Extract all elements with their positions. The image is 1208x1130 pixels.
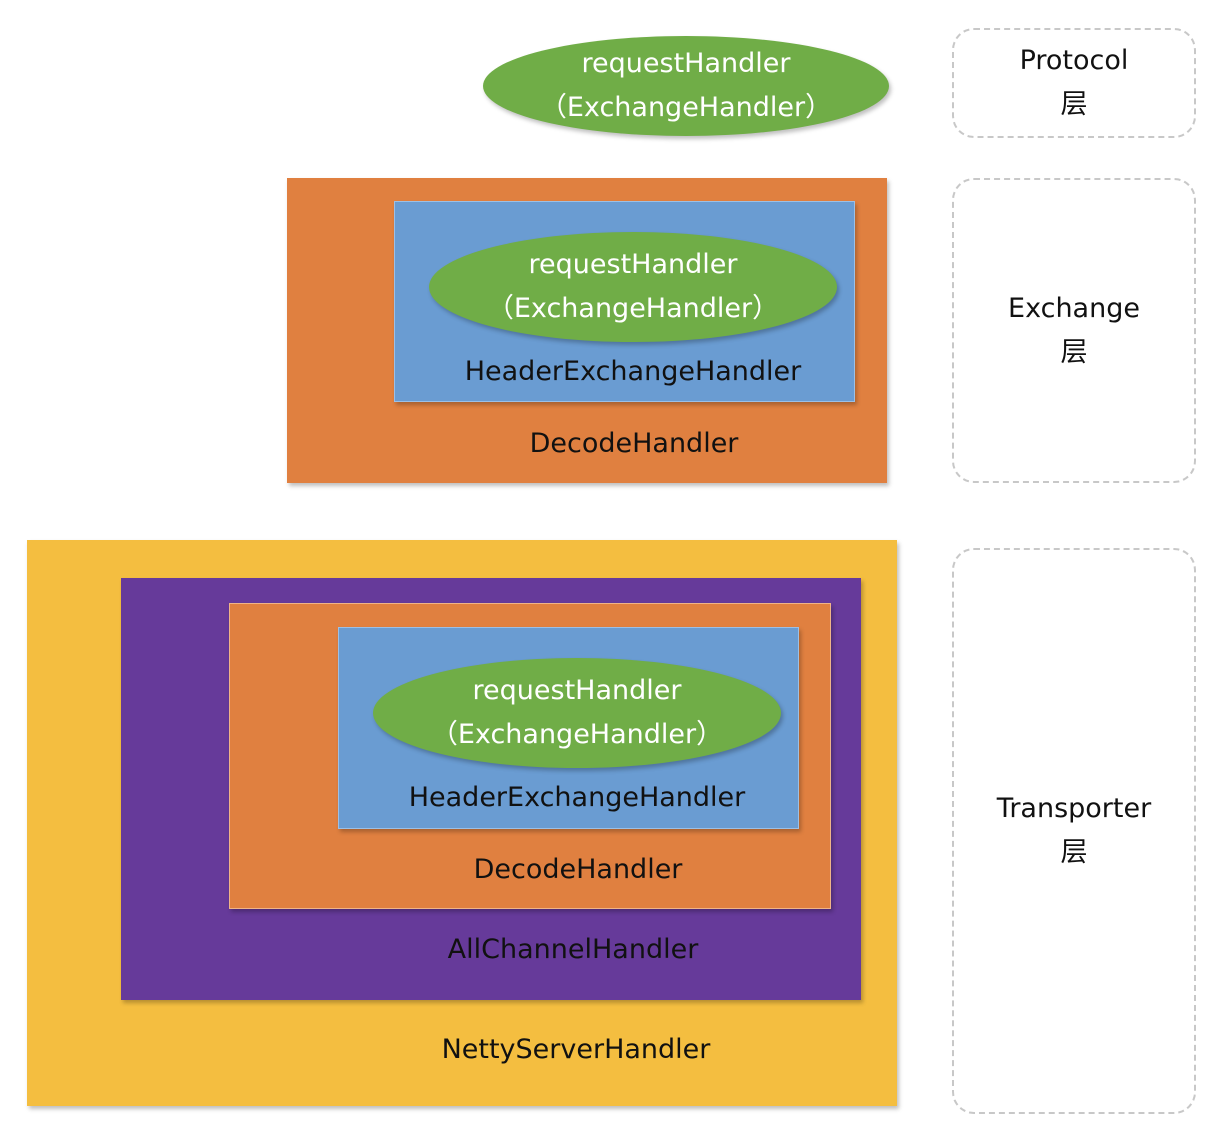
exchange-decode-handler-box: requestHandler （ExchangeHandler） HeaderE… — [287, 178, 887, 483]
layer-suffix: 层 — [1060, 336, 1088, 368]
layer-name: Protocol — [1019, 45, 1129, 76]
all-channel-handler-label: AllChannelHandler — [447, 934, 699, 965]
exchange-layer-label: Exchange 层 — [952, 178, 1196, 483]
all-channel-handler-box: requestHandler （ExchangeHandler） HeaderE… — [121, 578, 861, 1000]
exchange-request-handler-ellipse: requestHandler （ExchangeHandler） — [429, 232, 837, 342]
ellipse-line1: requestHandler — [581, 48, 791, 79]
header-exchange-handler-label: HeaderExchangeHandler — [464, 356, 802, 387]
ellipse-line2: （ExchangeHandler） — [486, 293, 780, 324]
protocol-layer-label: Protocol 层 — [952, 28, 1196, 138]
transporter-decode-handler-box: requestHandler （ExchangeHandler） HeaderE… — [229, 603, 831, 909]
ellipse-line2: （ExchangeHandler） — [539, 92, 833, 123]
header-exchange-handler-label: HeaderExchangeHandler — [408, 782, 746, 813]
layer-name: Exchange — [1008, 292, 1140, 324]
layer-suffix: 层 — [1060, 89, 1088, 120]
transporter-request-handler-ellipse: requestHandler （ExchangeHandler） — [373, 658, 781, 768]
ellipse-line1: requestHandler — [528, 249, 738, 280]
netty-server-handler-box: requestHandler （ExchangeHandler） HeaderE… — [27, 540, 897, 1106]
exchange-header-exchange-handler-box: requestHandler （ExchangeHandler） HeaderE… — [394, 201, 855, 402]
transporter-layer-label: Transporter 层 — [952, 548, 1196, 1114]
layer-suffix: 层 — [1060, 837, 1088, 868]
ellipse-line1: requestHandler — [472, 675, 682, 706]
layer-name: Transporter — [996, 793, 1152, 824]
decode-handler-label: DecodeHandler — [529, 428, 739, 459]
transporter-header-exchange-handler-box: requestHandler （ExchangeHandler） HeaderE… — [338, 627, 799, 829]
decode-handler-label: DecodeHandler — [473, 854, 683, 885]
ellipse-line2: （ExchangeHandler） — [430, 719, 724, 750]
netty-server-handler-label: NettyServerHandler — [441, 1034, 711, 1065]
protocol-request-handler-ellipse: requestHandler （ExchangeHandler） — [483, 36, 889, 136]
